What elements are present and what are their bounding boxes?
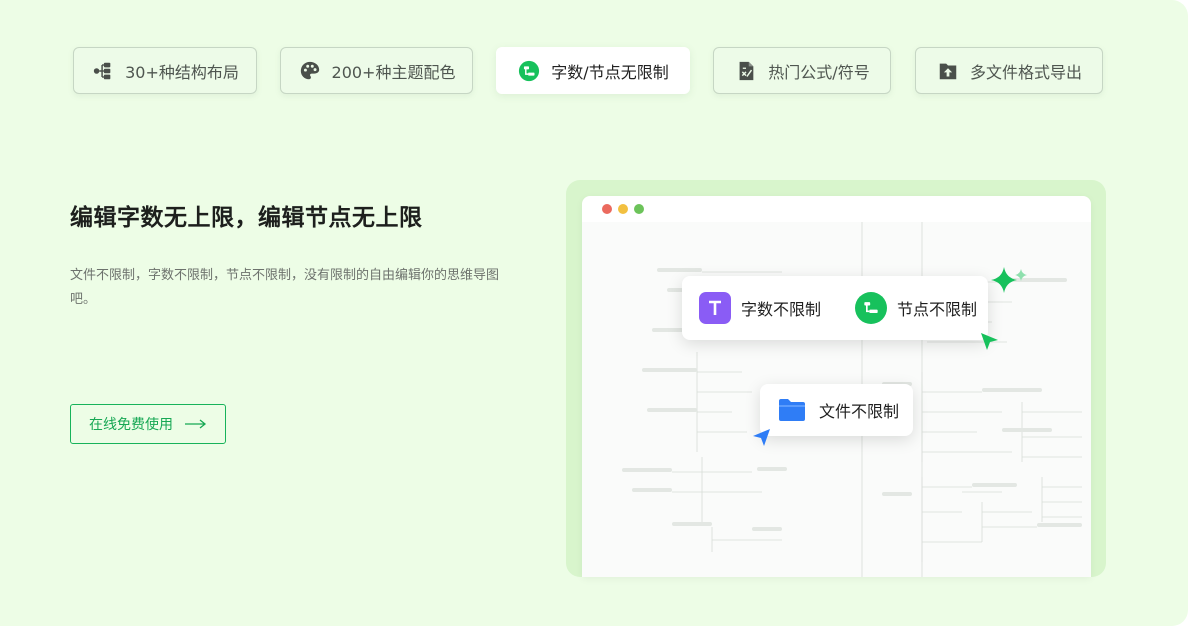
tab-label: 字数/节点无限制 — [551, 62, 669, 82]
badge-node: 节点不限制 — [855, 292, 977, 324]
folder-icon — [778, 398, 806, 422]
feature-headline: 编辑字数无上限，编辑节点无上限 — [70, 205, 423, 231]
sparkle-icon — [991, 267, 1027, 293]
palette-icon — [298, 59, 322, 83]
tab-label: 多文件格式导出 — [969, 62, 1082, 82]
node-icon — [517, 59, 541, 83]
formula-icon — [734, 59, 758, 83]
maximize-dot-icon — [634, 204, 644, 214]
badge-text-label: 字数不限制 — [741, 300, 822, 319]
unlimited-badges-card: 字数不限制 节点不限制 — [682, 276, 988, 340]
export-icon — [936, 59, 960, 83]
badge-file-label: 文件不限制 — [819, 402, 900, 421]
tab-label: 30+种结构布局 — [125, 62, 239, 82]
text-t-icon — [699, 292, 731, 324]
feature-description: 文件不限制，字数不限制，节点不限制，没有限制的自由编辑你的思维导图吧。 — [70, 268, 500, 307]
tab-label: 200+种主题配色 — [331, 62, 456, 82]
arrow-right-icon — [185, 419, 207, 429]
try-free-button[interactable]: 在线免费使用 — [70, 404, 226, 444]
unlimited-file-card: 文件不限制 — [760, 384, 913, 436]
tab-formula-symbols[interactable]: 热门公式/符号 — [713, 47, 891, 94]
cursor-pointer-icon — [753, 429, 770, 446]
tab-unlimited-nodes[interactable]: 字数/节点无限制 — [496, 47, 690, 94]
cursor-pointer-icon — [981, 333, 998, 350]
structure-icon — [91, 59, 115, 83]
close-dot-icon — [602, 204, 612, 214]
node-badge-icon — [855, 292, 888, 324]
window-titlebar — [582, 196, 1091, 222]
tab-label: 热门公式/符号 — [768, 62, 870, 82]
try-free-label: 在线免费使用 — [89, 417, 173, 433]
minimize-dot-icon — [618, 204, 628, 214]
tab-theme-colors[interactable]: 200+种主题配色 — [280, 47, 473, 94]
tab-structure-layout[interactable]: 30+种结构布局 — [73, 47, 257, 94]
tab-export-formats[interactable]: 多文件格式导出 — [915, 47, 1103, 94]
badge-node-label: 节点不限制 — [897, 300, 978, 319]
